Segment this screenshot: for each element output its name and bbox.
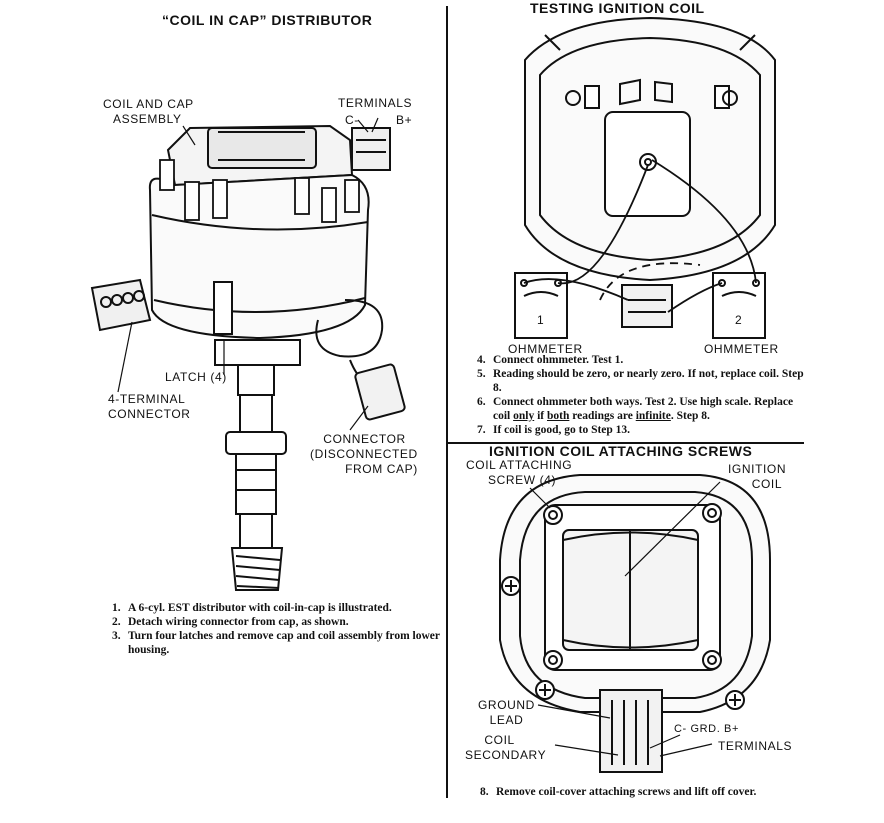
left-panel-title: “COIL IN CAP” DISTRIBUTOR bbox=[162, 12, 373, 28]
label-b-plus-left: B+ bbox=[396, 113, 413, 127]
label-c-minus-left: C- bbox=[345, 113, 359, 127]
label-4-terminal-connector: 4-TERMINAL CONNECTOR bbox=[108, 392, 191, 421]
step-2: 2.Detach wiring connector from cap, as s… bbox=[112, 616, 349, 628]
step-3: 3.Turn four latches and remove cap and c… bbox=[112, 630, 440, 656]
top-right-steps: 4.Connect ohmmeter. Test 1. 5.Reading sh… bbox=[477, 353, 807, 437]
horizontal-divider bbox=[448, 442, 804, 444]
step-4: 4.Connect ohmmeter. Test 1. bbox=[477, 354, 624, 366]
label-coil-and-cap: COIL AND CAP ASSEMBLY bbox=[103, 97, 194, 126]
bottom-right-steps: 8.Remove coil-cover attaching screws and… bbox=[480, 785, 810, 799]
label-terminal-codes: C- GRD. B+ bbox=[674, 723, 739, 735]
label-connector-disconnected: CONNECTOR (DISCONNECTED FROM CAP) bbox=[310, 432, 418, 476]
step-1: 1.A 6-cyl. EST distributor with coil-in-… bbox=[112, 602, 392, 614]
ohmmeter-1-label: OHMMETER bbox=[508, 342, 583, 356]
ohmmeter-1-number: 1 bbox=[537, 313, 544, 327]
step-8: 8.Remove coil-cover attaching screws and… bbox=[480, 786, 757, 798]
bottom-right-title: IGNITION COIL ATTACHING SCREWS bbox=[489, 443, 753, 459]
vertical-divider bbox=[446, 6, 448, 798]
label-coil-attaching-screw: COIL ATTACHING SCREW (4) bbox=[466, 458, 573, 487]
ohmmeter-2-number: 2 bbox=[735, 313, 742, 327]
step-6: 6.Connect ohmmeter both ways. Test 2. Us… bbox=[477, 396, 794, 422]
label-ignition-coil: IGNITION COIL bbox=[728, 462, 787, 491]
left-steps: 1.A 6-cyl. EST distributor with coil-in-… bbox=[112, 601, 442, 657]
label-terminals-right: TERMINALS bbox=[718, 739, 793, 753]
step-5: 5.Reading should be zero, or nearly zero… bbox=[477, 368, 804, 394]
label-terminals-left: TERMINALS bbox=[338, 96, 413, 110]
step-7: 7.If coil is good, go to Step 13. bbox=[477, 424, 631, 436]
label-latch: LATCH (4) bbox=[165, 370, 227, 384]
label-ground-lead: GROUND LEAD bbox=[478, 698, 535, 727]
top-right-title: TESTING IGNITION COIL bbox=[530, 0, 705, 16]
label-coil-secondary: COIL SECONDARY bbox=[465, 733, 547, 762]
ohmmeter-2-label: OHMMETER bbox=[704, 342, 779, 356]
